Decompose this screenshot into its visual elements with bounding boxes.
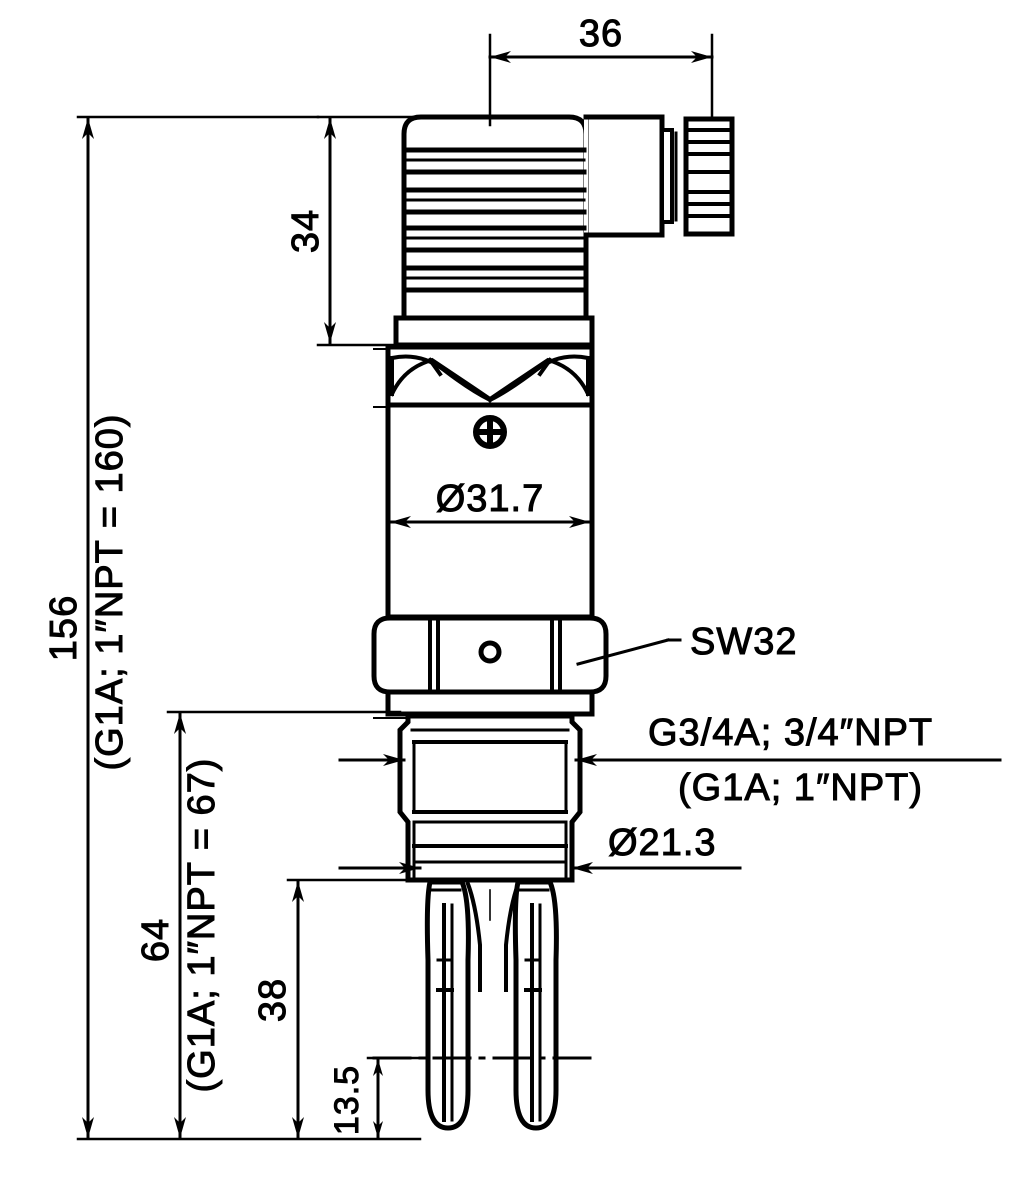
leader-sw32 (576, 638, 682, 666)
dimension-label-13-5: 13.5 (328, 1065, 366, 1135)
dimension-label-36: 36 (579, 13, 623, 55)
cross-head-screw (473, 415, 507, 449)
dimension-label-body-diameter: Ø31.7 (436, 478, 545, 520)
dimension-label-38: 38 (252, 978, 294, 1022)
connector-ribs (403, 147, 587, 293)
dimension-total-height (76, 115, 320, 1140)
dimension-fork-tip-offset (366, 1056, 422, 1140)
connector-base (393, 315, 595, 348)
threaded-process-connection (373, 713, 583, 883)
dimension-label-process-thread-alt: (G1A; 1″NPT) (678, 767, 923, 809)
dimension-label-64-alt: (G1A; 1″NPT = 67) (181, 758, 223, 1093)
threaded-collar (373, 344, 595, 408)
dimension-label-64: 64 (135, 918, 177, 962)
dimension-label-probe-diameter: Ø21.3 (608, 822, 717, 864)
dimension-label-156-alt: (G1A; 1″NPT = 160) (89, 413, 131, 770)
dimension-label-process-thread: G3/4A; 3/4″NPT (648, 712, 933, 754)
dimension-insertion-length (166, 710, 402, 1140)
knurled-cap-ridges (686, 128, 732, 218)
dimension-connector-height (316, 115, 502, 347)
dimension-label-156: 156 (43, 595, 85, 661)
hex-nut-sw32 (371, 615, 609, 717)
tuning-fork-probe (424, 879, 559, 1131)
dimension-fork-length (286, 878, 422, 1140)
dimension-label-sw32: SW32 (690, 621, 797, 663)
dimension-label-34: 34 (285, 209, 327, 253)
dimension-connector-width (488, 33, 714, 127)
